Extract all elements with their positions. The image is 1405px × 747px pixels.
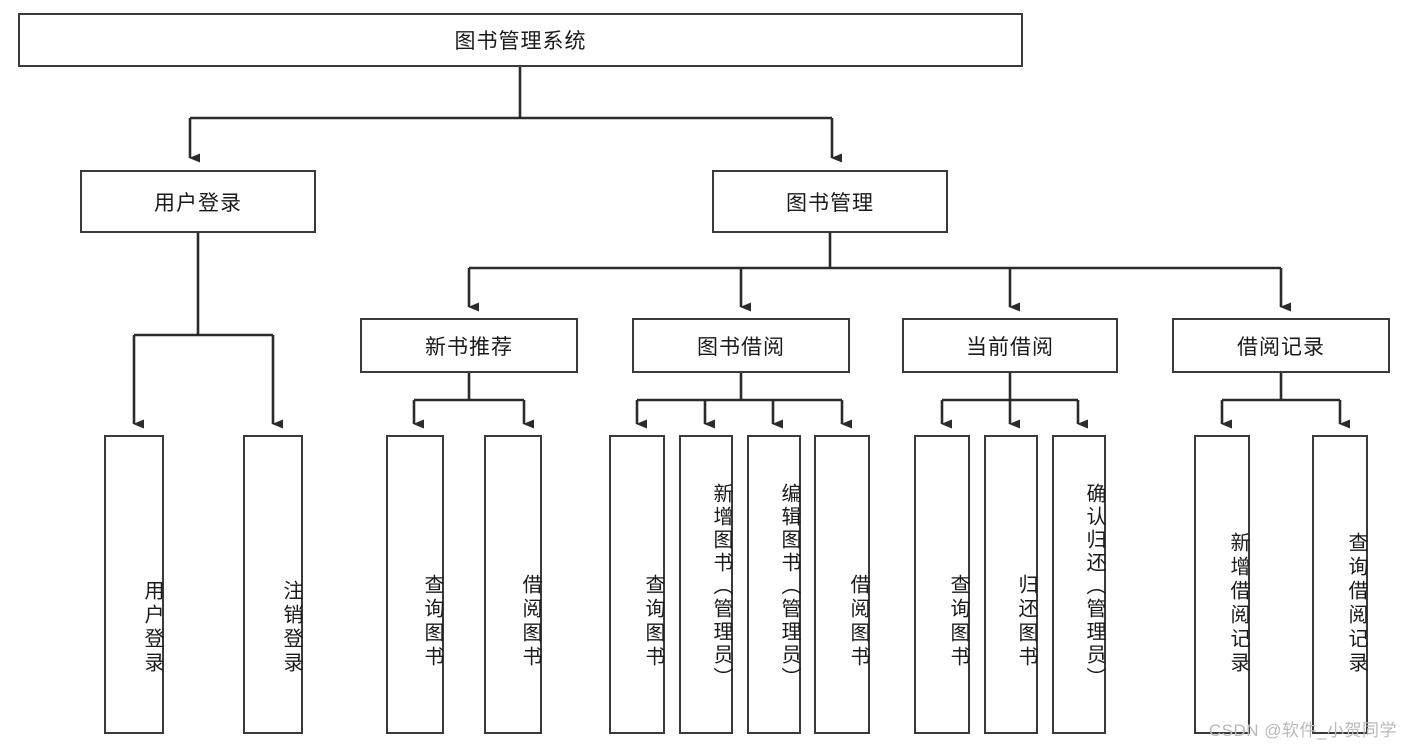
- leaf-query-book-3-label: 查询图书: [947, 573, 969, 670]
- node-borrow-record-label: 借阅记录: [1237, 335, 1325, 359]
- leaf-edit-book-label: 编辑图书（管理员）: [778, 483, 800, 690]
- leaf-edit-book[interactable]: 编辑图书（管理员）: [747, 435, 801, 734]
- leaf-confirm-return[interactable]: 确认归还（管理员）: [1052, 435, 1106, 734]
- leaf-logout-label: 注销登录: [280, 579, 302, 676]
- node-book-manage-label: 图书管理: [786, 191, 874, 215]
- leaf-user-login[interactable]: 用户登录: [104, 435, 164, 734]
- leaf-user-login-label: 用户登录: [141, 579, 163, 676]
- leaf-query-book-2[interactable]: 查询图书: [609, 435, 665, 734]
- node-borrow-record[interactable]: 借阅记录: [1172, 318, 1390, 373]
- leaf-return-book-label: 归还图书: [1015, 573, 1037, 670]
- leaf-borrow-book-2[interactable]: 借阅图书: [814, 435, 870, 734]
- node-root-label: 图书管理系统: [454, 30, 587, 53]
- node-book-borrow[interactable]: 图书借阅: [632, 318, 850, 373]
- leaf-query-book-2-label: 查询图书: [642, 573, 664, 670]
- node-user-login-label: 用户登录: [154, 191, 242, 215]
- leaf-return-book[interactable]: 归还图书: [984, 435, 1038, 734]
- node-book-borrow-label: 图书借阅: [697, 335, 785, 359]
- leaf-borrow-book-1-label: 借阅图书: [519, 573, 541, 670]
- node-book-manage[interactable]: 图书管理: [712, 170, 948, 233]
- leaf-query-record-label: 查询借阅记录: [1345, 531, 1367, 676]
- leaf-query-book-3[interactable]: 查询图书: [914, 435, 970, 734]
- node-new-book-rec-label: 新书推荐: [425, 335, 513, 359]
- leaf-logout[interactable]: 注销登录: [243, 435, 303, 734]
- leaf-confirm-return-label: 确认归还（管理员）: [1083, 483, 1105, 690]
- leaf-add-book[interactable]: 新增图书（管理员）: [679, 435, 733, 734]
- leaf-query-record[interactable]: 查询借阅记录: [1312, 435, 1368, 734]
- leaf-add-record-label: 新增借阅记录: [1227, 531, 1249, 676]
- leaf-query-book-1[interactable]: 查询图书: [386, 435, 444, 734]
- leaf-borrow-book-2-label: 借阅图书: [847, 573, 869, 670]
- leaf-add-record[interactable]: 新增借阅记录: [1194, 435, 1250, 734]
- node-user-login[interactable]: 用户登录: [80, 170, 316, 233]
- leaf-query-book-1-label: 查询图书: [421, 573, 443, 670]
- node-root[interactable]: 图书管理系统: [18, 13, 1023, 67]
- watermark-text: CSDN @软件_小贺同学: [1208, 721, 1397, 740]
- leaf-add-book-label: 新增图书（管理员）: [710, 483, 732, 690]
- node-current-borrow-label: 当前借阅: [966, 335, 1054, 359]
- leaf-borrow-book-1[interactable]: 借阅图书: [484, 435, 542, 734]
- node-current-borrow[interactable]: 当前借阅: [902, 318, 1118, 373]
- node-new-book-rec[interactable]: 新书推荐: [360, 318, 578, 373]
